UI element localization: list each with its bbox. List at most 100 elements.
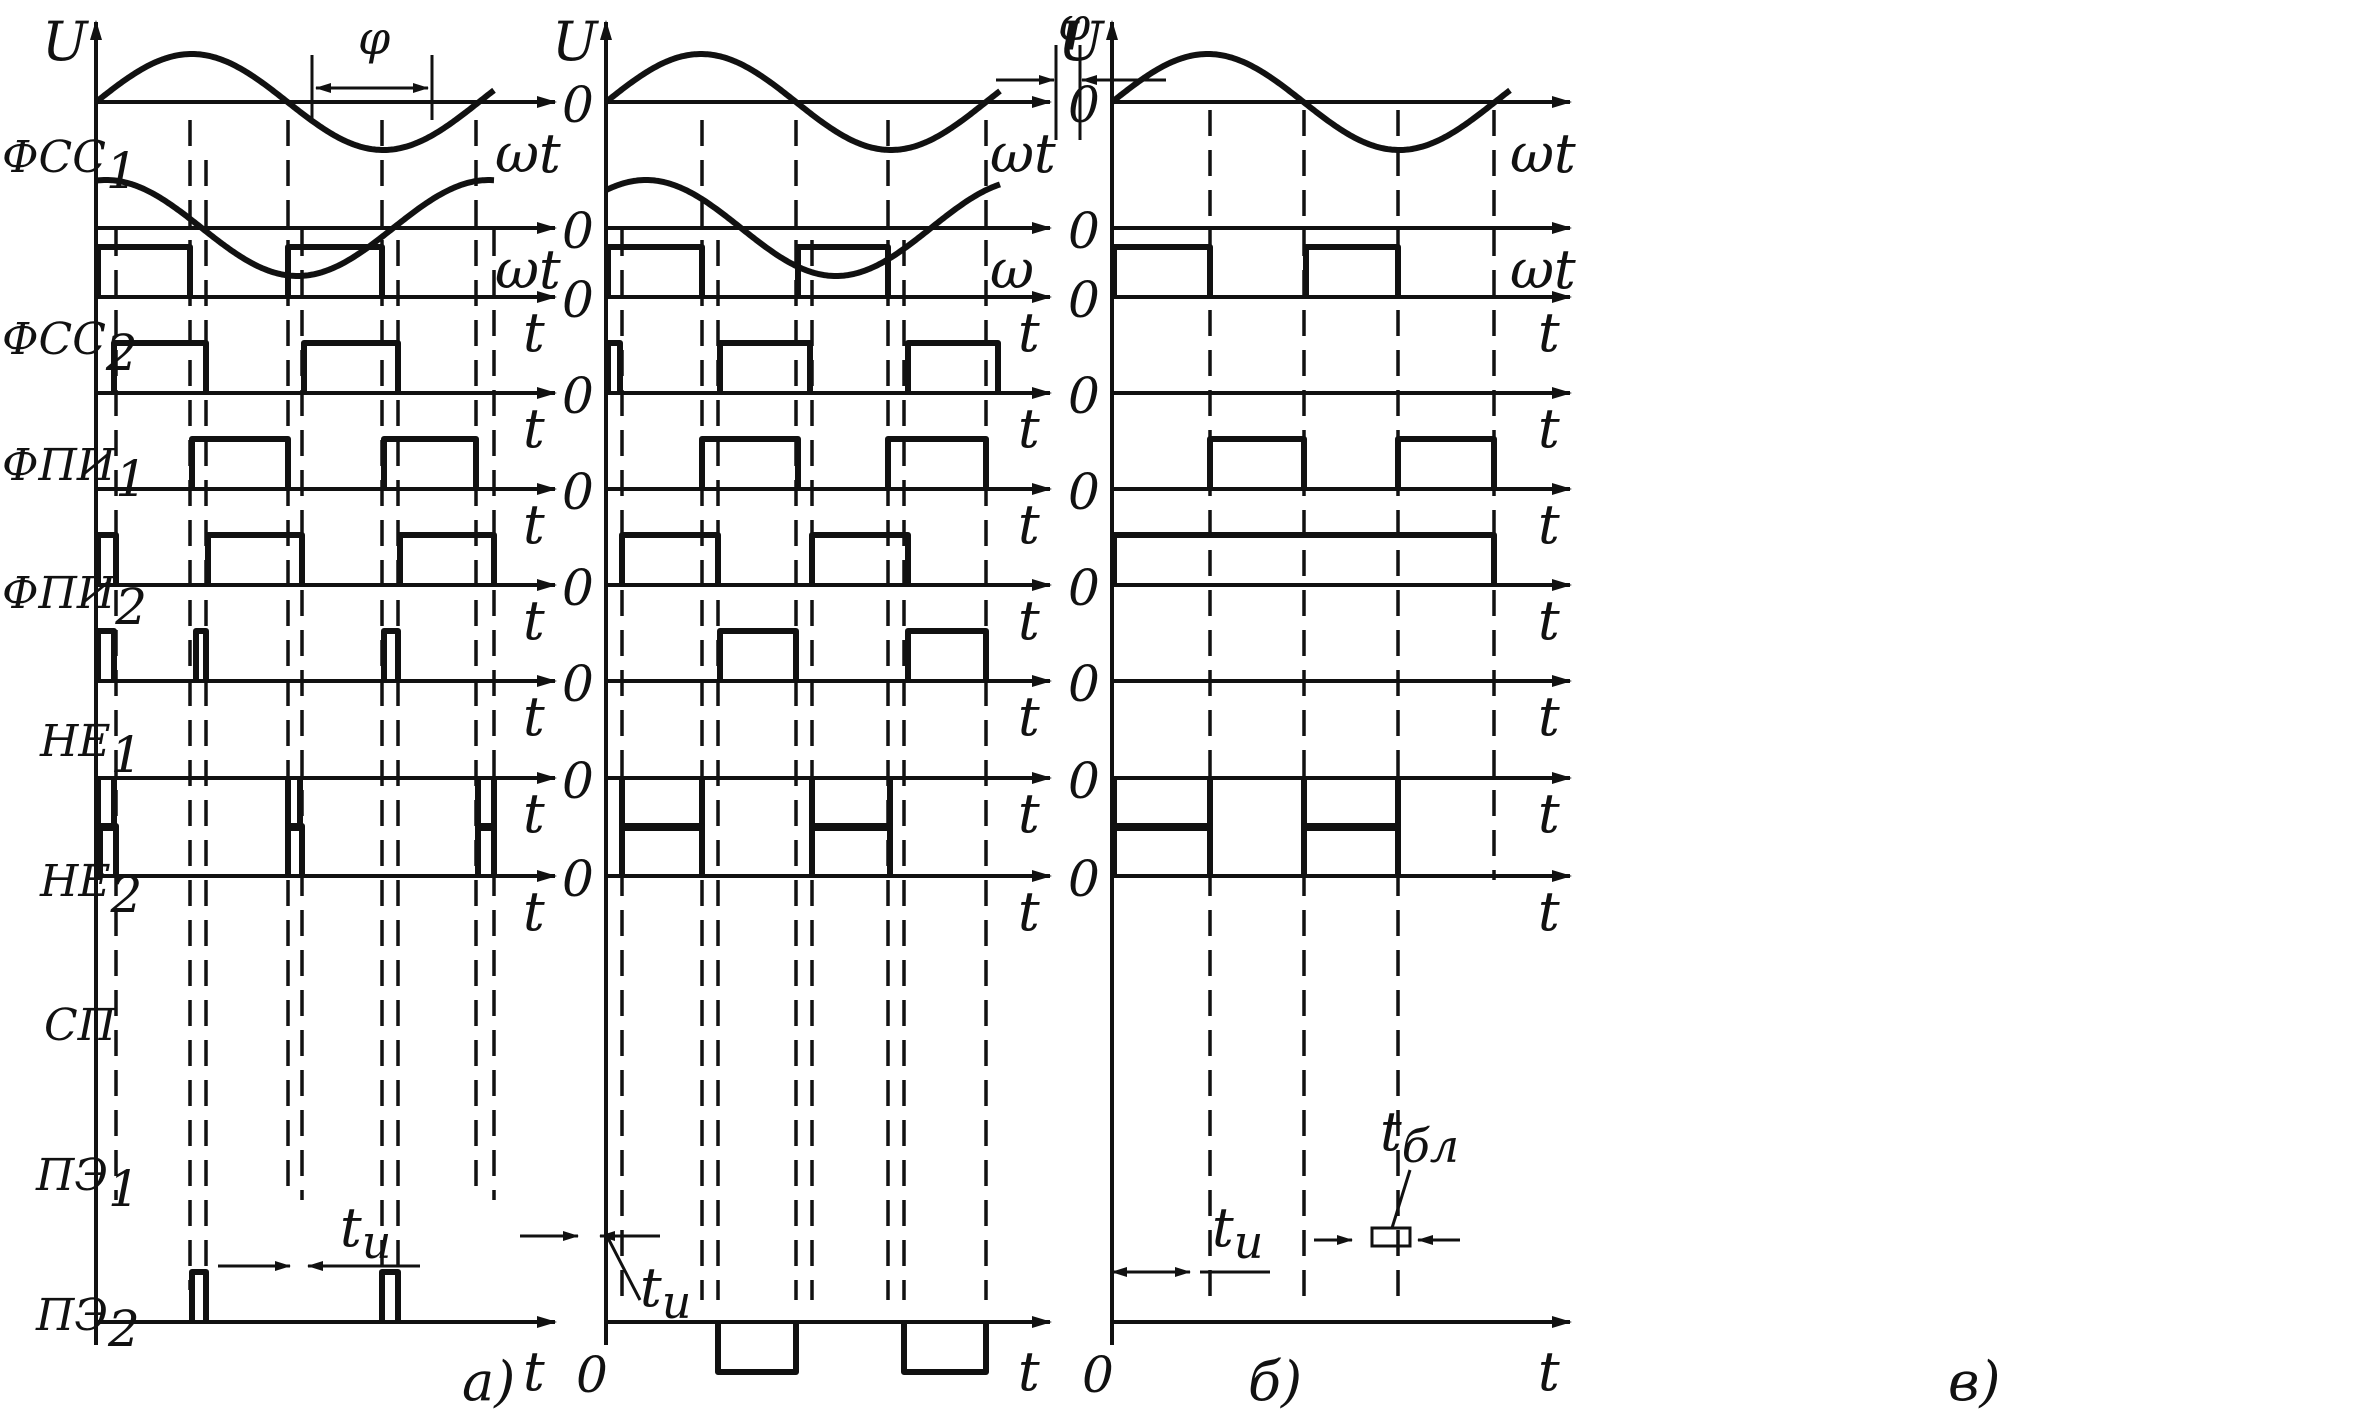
row-label-pe1: ПЭ1 [35, 1150, 140, 1218]
time-label: t [523, 880, 545, 943]
time-label: t [523, 493, 545, 556]
time-label: t [523, 685, 545, 748]
zero-label: 0 [1068, 76, 1100, 134]
time-label: t [1538, 782, 1560, 845]
pulse [885, 436, 989, 489]
time-label: t [523, 301, 545, 364]
pulse [475, 778, 497, 831]
zero-label: 0 [562, 367, 594, 425]
phase-annotation-a: φ [310, 11, 434, 120]
zero-label: 0 [1068, 271, 1100, 329]
pulse [285, 823, 305, 876]
pulse [1207, 436, 1307, 489]
zero-label: 0 [1068, 559, 1100, 617]
sine-wave-fss1 [604, 51, 1002, 153]
time-label: t [1018, 301, 1040, 364]
pulse [717, 340, 813, 393]
time-label: t [523, 782, 545, 845]
sine-wave-fss1 [94, 51, 496, 153]
time-label: t [1018, 880, 1040, 943]
pulse [1111, 778, 1213, 831]
zero-label: 0 [1068, 752, 1100, 810]
pulse [619, 778, 705, 831]
pulse-time-label-b: tи [1212, 1196, 1263, 1269]
pulse [1301, 823, 1401, 876]
pulse [97, 823, 119, 876]
time-label: t [1018, 782, 1040, 845]
pulse [475, 823, 497, 876]
zero-label: 0 [562, 202, 594, 260]
sine-time-label: ωt [495, 238, 561, 301]
time-label-bottom: t [1018, 1340, 1040, 1403]
pulse [95, 628, 117, 681]
pulse [285, 778, 303, 831]
row-label-fpi2: ФПИ2 [2, 568, 147, 636]
pulse [193, 628, 209, 681]
zero-label-bottom: 0 [576, 1346, 608, 1404]
sine-time-label: ωt [990, 122, 1056, 185]
pulse [699, 436, 801, 489]
zero-label: 0 [1068, 202, 1100, 260]
pulse [901, 1322, 989, 1375]
pulse-time-label-a2: tи [640, 1256, 691, 1329]
row-label-ne1: НЕ1 [39, 716, 142, 784]
panel-caption-c: в) [1948, 1350, 2001, 1413]
row-label-fss2: ФСС2 [2, 314, 138, 382]
pulse [605, 244, 705, 297]
pulse [189, 1269, 209, 1322]
time-label: t [1538, 493, 1560, 556]
zero-label: 0 [562, 271, 594, 329]
time-label: t [1018, 589, 1040, 652]
time-label-bottom: t [1538, 1340, 1560, 1403]
pulse [1111, 532, 1497, 585]
phase-label-b: φ [1058, 0, 1091, 51]
pulse [285, 244, 385, 297]
pulse [381, 436, 479, 489]
pulse [795, 244, 891, 297]
time-label: t [1018, 493, 1040, 556]
pulse [605, 340, 623, 393]
sine-time-label: ω [990, 238, 1034, 301]
pulse [715, 1322, 799, 1375]
time-label-bottom: t [523, 1340, 545, 1403]
sine-time-label: ωt [495, 122, 561, 185]
pulse [397, 532, 497, 585]
pulse [301, 340, 401, 393]
panel-caption-b: б) [1248, 1350, 1302, 1413]
row-label-fpi1: ФПИ1 [2, 440, 147, 508]
pulse [1303, 244, 1401, 297]
pulse-time-label-a1: tи [340, 1196, 391, 1269]
pulse [619, 823, 705, 876]
time-label: t [1538, 301, 1560, 364]
zero-label: 0 [562, 655, 594, 713]
time-label: t [1018, 397, 1040, 460]
zero-label: 0 [562, 463, 594, 521]
pulse [381, 628, 401, 681]
y-axis-label: U [42, 10, 89, 73]
block-time-label-b: tбл [1380, 1100, 1459, 1173]
y-axis-label: U [552, 10, 599, 73]
zero-label: 0 [1068, 367, 1100, 425]
sine-wave-fss2 [95, 177, 495, 279]
pulse [1111, 244, 1213, 297]
zero-label: 0 [1068, 655, 1100, 713]
pulse [95, 532, 119, 585]
pulse [95, 778, 117, 831]
row-label-fss1: ФСС1 [2, 132, 138, 200]
sine-wave-fss2 [604, 177, 1001, 279]
pulse [905, 340, 1001, 393]
sine-wave-fss1 [1110, 51, 1512, 153]
zero-label: 0 [562, 559, 594, 617]
pulse-time-annotation-b: tи [1111, 1196, 1270, 1277]
pulse [809, 778, 893, 831]
row-label-ne2: НЕ2 [39, 856, 142, 924]
time-label: t [523, 589, 545, 652]
zero-label: 0 [562, 850, 594, 908]
pulse [809, 532, 911, 585]
phase-annotation-b: φ [996, 0, 1166, 140]
row-label-sp: СП [44, 1000, 118, 1051]
